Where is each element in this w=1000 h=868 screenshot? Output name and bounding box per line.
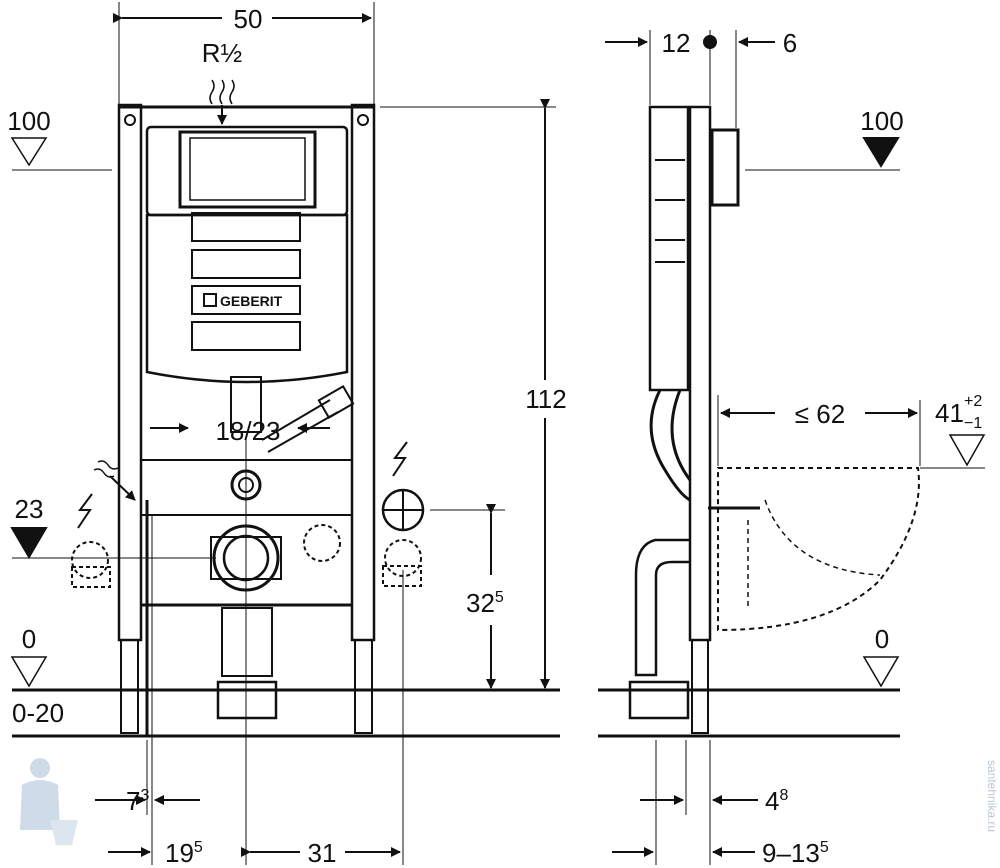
geberit-logo: GEBERIT [191,285,301,315]
width-dimension-label: 50 [234,4,263,34]
level-floor-label: 0 [22,624,36,654]
side-level-floor-label: 0 [875,624,889,654]
wall-hung-bowl [717,467,920,632]
height-dimension-label: 112 [525,384,566,414]
level-triangle-filled-inlet [10,527,48,559]
side-frame [648,105,740,734]
level-triangle-open-floor [10,656,48,688]
svg-text:41: 41 [935,398,964,428]
level-top-label: 100 [7,106,50,136]
hose-valve [317,384,355,420]
electric-box-left [71,541,111,588]
side-level-triangle-bowl [948,434,986,467]
lightning-icon-right [392,441,408,477]
frame-right-post [350,103,376,734]
offset-inlet-label: 195 [165,838,203,868]
plumber-mascot-logo [20,758,78,845]
pipe-spacing-label: 18/23 [215,416,280,446]
wall-range-label: 9–135 [762,838,829,868]
side-hose [649,389,691,502]
water-supply-connection [381,488,425,532]
svg-text:+2: +2 [964,393,982,410]
level-inlet-label: 23 [15,494,44,524]
foot-depth-label: 48 [765,786,788,816]
offset-left-label: 73 [126,786,149,816]
bowl-height-label: 41 +2 −1 [935,393,982,432]
level-triangle-open-top [10,137,48,167]
side-depth-offset-label: 6 [783,28,797,58]
level-floor-range-label: 0-20 [12,698,64,728]
svg-text:GEBERIT: GEBERIT [220,293,283,309]
side-level-triangle-floor [862,656,900,688]
side-level-triangle-top [862,137,900,168]
offset-right-label: 31 [308,838,337,868]
cistern [145,125,349,433]
side-flush-elbow [634,538,690,677]
bowl-projection-label: ≤ 62 [795,399,845,429]
lightning-icon-left [77,493,93,529]
axis-point [703,35,717,49]
side-level-top-label: 100 [860,106,903,136]
side-depth-frame-label: 12 [662,28,691,58]
water-wave-icon [209,79,235,105]
water-inlet-label: R½ [202,38,242,68]
water-wave-icon-lower [93,460,119,478]
frame-left-post [117,103,143,734]
watermark-text: santehnika.ru [985,760,999,832]
svg-text:−1: −1 [964,415,982,432]
inlet-height-label: 325 [466,588,504,618]
